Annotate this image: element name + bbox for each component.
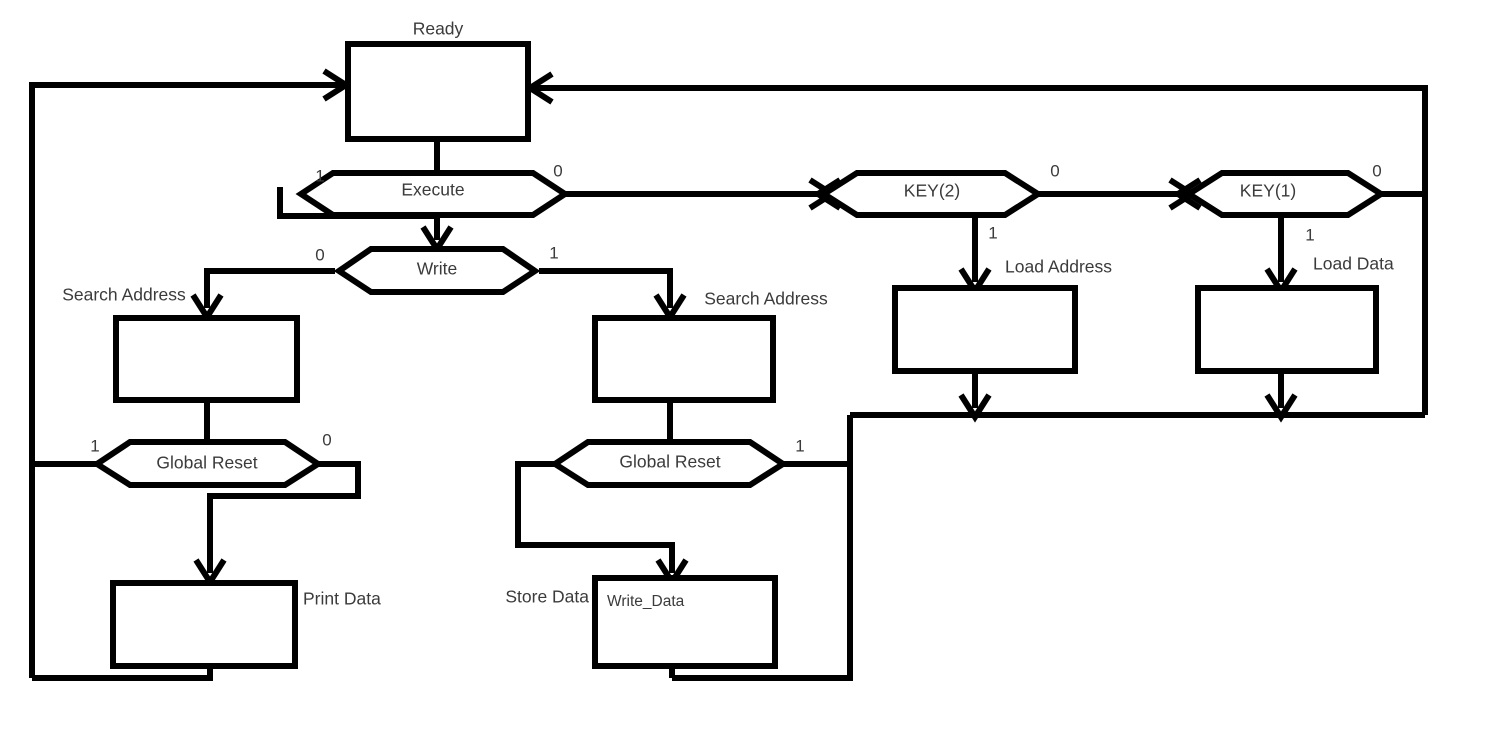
label-search-address-left: Search Address (62, 285, 186, 305)
edge-label-key2-true: 1 (988, 223, 997, 242)
edge-print-data-to-return (32, 666, 213, 681)
edge-label-global-reset-left-false: 0 (322, 430, 331, 449)
node-global-reset-mid[interactable] (549, 439, 789, 488)
edge-label-write-false: 0 (315, 245, 324, 264)
label-write: Write (417, 259, 458, 279)
edge-label-key2-false: 0 (1050, 161, 1059, 180)
node-key1[interactable] (1183, 170, 1387, 218)
node-load-data[interactable] (1195, 285, 1379, 374)
node-load-address[interactable] (892, 285, 1078, 374)
label-load-data: Load Data (1313, 254, 1394, 274)
label-ready: Ready (413, 19, 464, 39)
arrow-into-key2-back (812, 177, 842, 211)
edge-execute-true-to-write (277, 187, 440, 240)
node-store-data[interactable] (592, 575, 778, 669)
edge-write-false-to-search-left (204, 268, 335, 308)
edge-label-global-reset-left-true: 1 (90, 436, 99, 455)
node-print-data[interactable] (110, 580, 298, 669)
node-search-address-left[interactable] (113, 315, 300, 403)
label-key2: KEY(2) (904, 181, 960, 201)
edge-label-execute-false: 0 (553, 161, 562, 180)
label-print-data: Print Data (303, 589, 381, 609)
edge-label-write-true: 1 (549, 243, 558, 262)
label-load-address: Load Address (1005, 257, 1112, 277)
edge-label-key1-false: 0 (1372, 161, 1381, 180)
node-execute[interactable] (295, 170, 571, 218)
edge-bus-down-to-store-data (672, 415, 853, 681)
edge-write-true-to-search-mid (539, 268, 673, 308)
label-global-reset-left: Global Reset (156, 453, 257, 473)
node-key2[interactable] (818, 170, 1044, 218)
arrow-load-data-into-bus (1264, 393, 1298, 423)
node-write[interactable] (333, 246, 541, 295)
label-execute: Execute (401, 180, 464, 200)
arrow-load-address-into-bus (958, 393, 992, 423)
node-search-address-mid[interactable] (592, 315, 776, 403)
edge-label-global-reset-mid-true: 1 (795, 436, 804, 455)
node-global-reset-left[interactable] (91, 439, 324, 488)
node-ready[interactable] (345, 41, 531, 142)
label-write-data-inner: Write_Data (607, 593, 685, 610)
edge-label-execute-true: 1 (315, 166, 324, 185)
label-global-reset-mid: Global Reset (619, 452, 720, 472)
label-search-address-mid: Search Address (704, 289, 828, 309)
edge-global-reset-mid-false-to-store (515, 461, 675, 573)
edge-label-key1-true: 1 (1305, 225, 1314, 244)
edge-return-left-to-ready (29, 82, 342, 678)
edge-global-reset-left-false-to-print (207, 461, 361, 573)
label-store-data: Store Data (505, 587, 589, 607)
label-key1: KEY(1) (1240, 181, 1296, 201)
arrow-into-key1-back (1172, 177, 1202, 211)
edge-return-right-to-ready (534, 85, 1428, 415)
